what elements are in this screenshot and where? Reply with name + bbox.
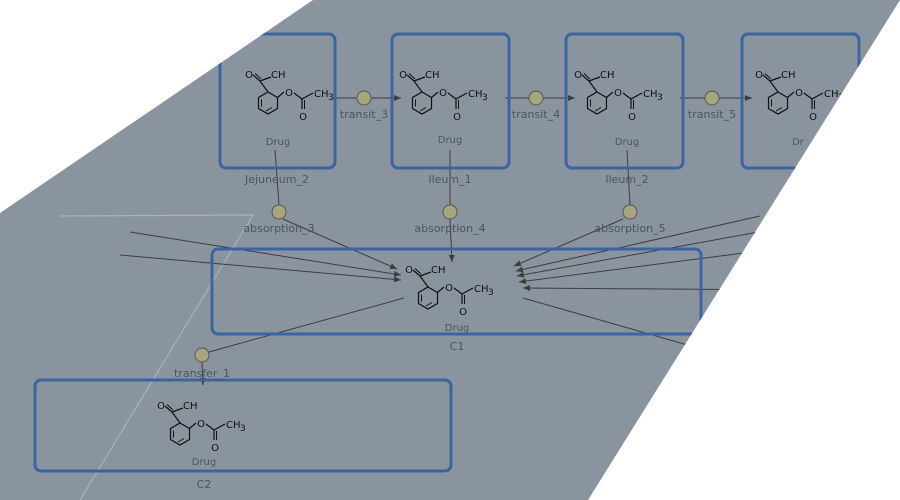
edge-line (516, 227, 781, 278)
reaction-transit5[interactable]: transit_5 (688, 90, 736, 121)
compartment-border (390, 32, 511, 170)
reaction-absorption5[interactable]: absorption_5 (594, 204, 666, 235)
methyl-subscript: 3 (657, 93, 663, 103)
edge-line (208, 297, 405, 353)
aldehyde-group: CH (425, 70, 440, 81)
species-label: Drug (438, 135, 463, 146)
carbonyl-oxygen: O (211, 443, 219, 454)
methyl-group: CH (226, 420, 241, 431)
ester-oxygen: O (795, 88, 803, 99)
methyl-group: CH (468, 89, 483, 100)
ester-oxygen: O (197, 419, 205, 430)
compartment-border (33, 378, 453, 473)
aldehyde-oxygen: O (405, 265, 413, 276)
aldehyde-group: CH (781, 70, 796, 81)
reaction-absorption4[interactable]: absorption_4 (414, 204, 486, 235)
carbonyl-oxygen: O (809, 112, 817, 123)
methyl-subscript: 3 (482, 93, 488, 103)
edge-line (119, 254, 402, 283)
aldehyde-oxygen: O (574, 70, 582, 81)
ester-oxygen: O (445, 283, 453, 294)
reaction-node (271, 204, 287, 220)
reaction-transfer1[interactable]: transfer_1 (174, 347, 230, 380)
reaction-label: transit_5 (688, 108, 736, 121)
compartment-label: C2 (197, 478, 212, 491)
aldehyde-oxygen: O (399, 70, 407, 81)
reaction-node (528, 90, 544, 106)
reaction-node (194, 347, 210, 363)
aldehyde-oxygen: O (245, 70, 253, 81)
compartment-border (218, 32, 337, 170)
ester-oxygen: O (439, 88, 447, 99)
aldehyde-group: CH (600, 70, 615, 81)
compartment-border (564, 32, 685, 170)
edge-line (515, 215, 761, 273)
reaction-label: transit_3 (340, 108, 388, 121)
reaction-label: transit_4 (512, 108, 560, 121)
reaction-label: absorption_3 (243, 222, 314, 235)
edge-line (448, 218, 455, 263)
carbonyl-oxygen: O (459, 307, 467, 318)
species-label: Dr (792, 137, 805, 148)
methyl-subscript: 3 (838, 93, 844, 103)
reaction-label: absorption_5 (594, 222, 665, 235)
edge-line (129, 231, 402, 277)
ghost-outline (59, 214, 255, 500)
aldehyde-group: CH (271, 70, 286, 81)
compartment-label: Ileum_1 (428, 173, 471, 186)
aldehyde-group: CH (183, 401, 198, 412)
compartment-label: Il (789, 173, 795, 186)
species-label: Drug (445, 323, 470, 334)
reaction-node (356, 90, 372, 106)
reaction-node (704, 90, 720, 106)
methyl-group: CH (314, 89, 329, 100)
reaction-transit4[interactable]: transit_4 (512, 90, 560, 121)
compartment-border (210, 247, 703, 336)
carbonyl-oxygen: O (299, 112, 307, 123)
compartment-label: C1 (450, 340, 465, 353)
edge-line (282, 218, 398, 270)
aldehyde-oxygen: O (157, 401, 165, 412)
aldehyde-oxygen: O (755, 70, 763, 81)
ester-oxygen: O (285, 88, 293, 99)
species-label: Drug (615, 137, 640, 148)
carbonyl-oxygen: O (628, 112, 636, 123)
methyl-subscript: 3 (328, 93, 334, 103)
edge-line (274, 149, 280, 206)
methyl-group: CH (643, 89, 658, 100)
reaction-node (442, 204, 458, 220)
methyl-subscript: 3 (488, 288, 494, 298)
species-label: Drug (192, 457, 217, 468)
methyl-subscript: 3 (240, 424, 246, 434)
reaction-node (622, 204, 638, 220)
reaction-label: absorption_4 (414, 222, 485, 235)
ester-oxygen: O (614, 88, 622, 99)
compartment-label: Jejuneum_2 (244, 173, 309, 186)
carbonyl-oxygen: O (453, 112, 461, 123)
methyl-group: CH (474, 284, 489, 295)
edge-line (626, 149, 631, 206)
reaction-layer: transit_3 transit_4 transit_5 absorption_3 a… (174, 90, 736, 380)
methyl-group: CH (824, 89, 839, 100)
species-label: Drug (266, 137, 291, 148)
reaction-transit3[interactable]: transit_3 (340, 90, 388, 121)
aldehyde-group: CH (431, 265, 446, 276)
reaction-label: transfer_1 (174, 367, 230, 380)
edge-line (513, 218, 624, 267)
compartment-label: Ileum_2 (605, 173, 648, 186)
reaction-absorption3[interactable]: absorption_3 (243, 204, 315, 235)
